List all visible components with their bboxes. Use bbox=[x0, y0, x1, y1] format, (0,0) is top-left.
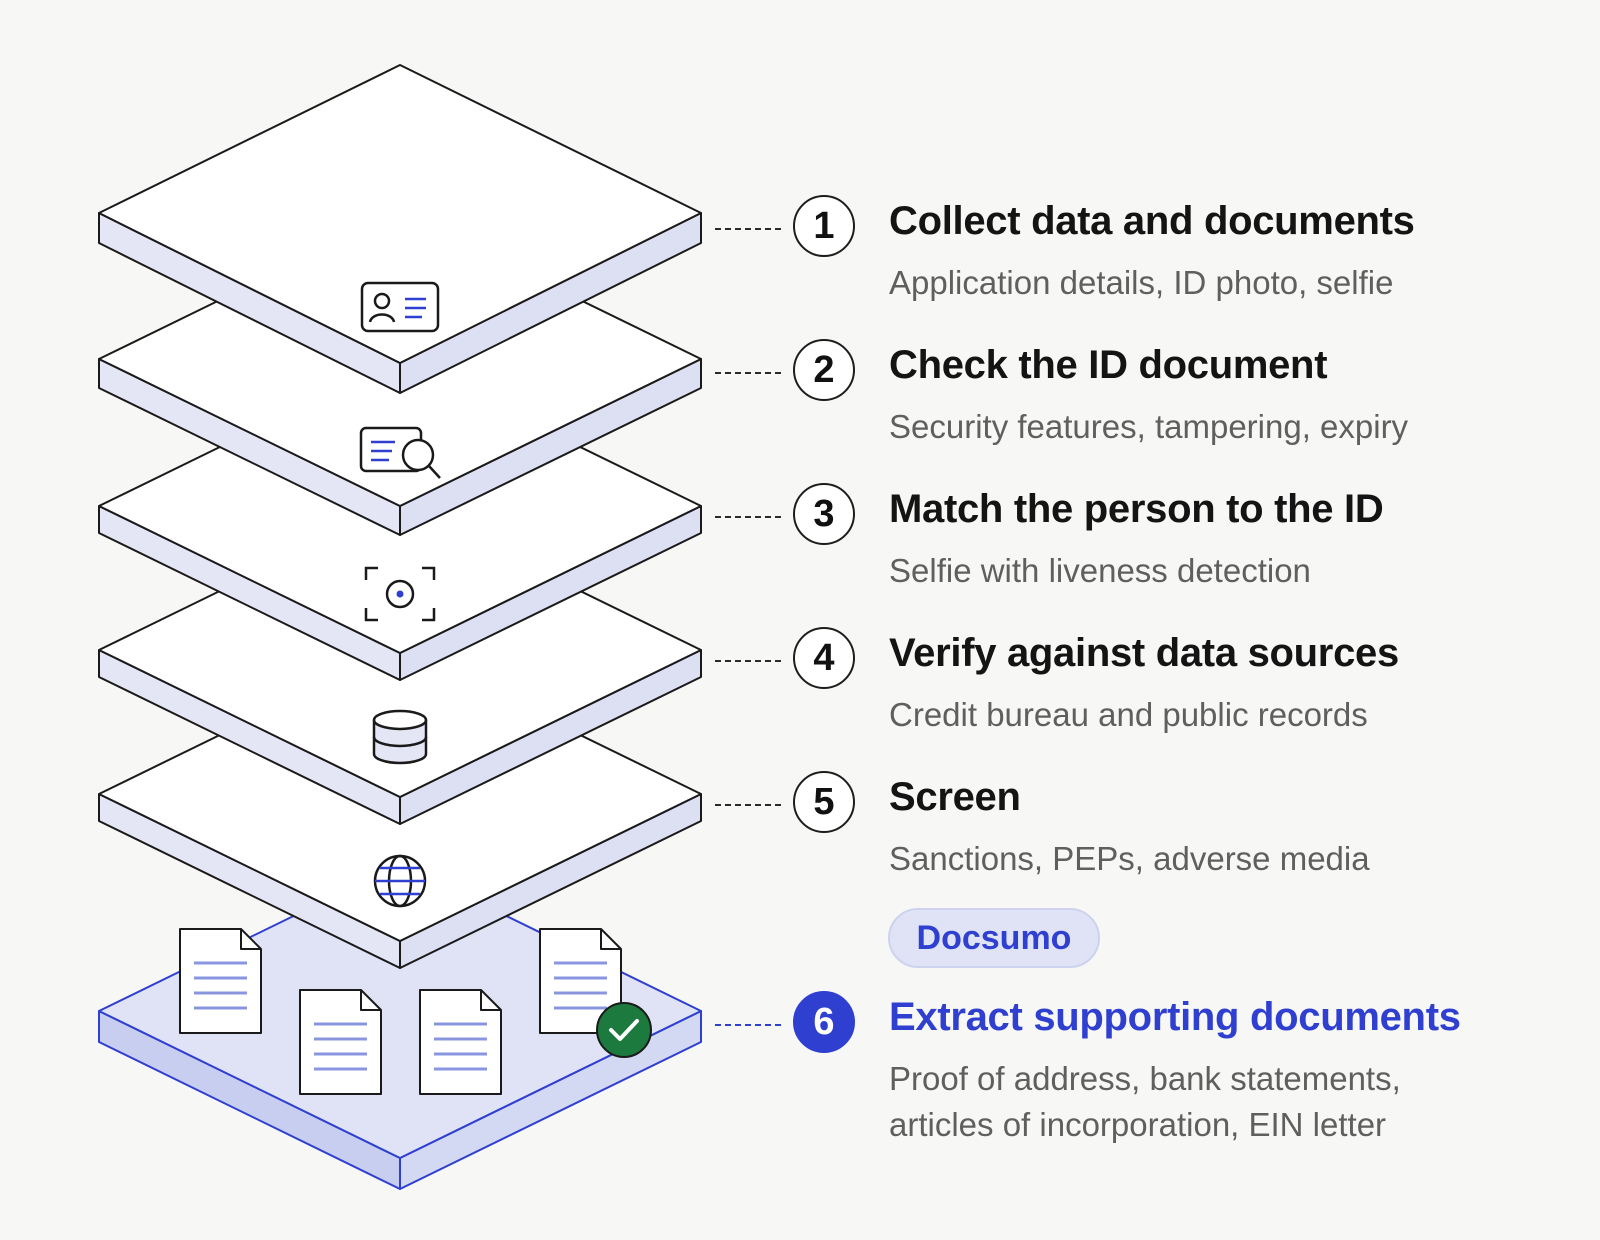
step-number: 3 bbox=[793, 483, 855, 545]
step-number: 2 bbox=[793, 339, 855, 401]
layer-1 bbox=[98, 64, 702, 394]
document-icon bbox=[299, 989, 382, 1095]
step-description: Sanctions, PEPs, adverse media bbox=[889, 840, 1370, 877]
step-number: 6 bbox=[793, 991, 855, 1053]
step-description: Credit bureau and public records bbox=[889, 696, 1368, 733]
step-number: 4 bbox=[793, 627, 855, 689]
layer-stack-diagram bbox=[98, 64, 702, 1190]
step-description: Application details, ID photo, selfie bbox=[889, 264, 1394, 301]
step-title: Verify against data sources bbox=[889, 631, 1399, 675]
document-icon bbox=[419, 989, 502, 1095]
step-description: Security features, tampering, expiry bbox=[889, 408, 1409, 445]
step-connector bbox=[715, 1024, 781, 1026]
step-title: Extract supporting documents bbox=[889, 995, 1461, 1039]
step-5: 5 Screen Sanctions, PEPs, adverse media bbox=[0, 771, 1600, 877]
step-connector bbox=[715, 228, 781, 230]
document-icon bbox=[179, 928, 262, 1034]
id-card-icon bbox=[360, 281, 440, 333]
step-4: 4 Verify against data sources Credit bur… bbox=[0, 627, 1600, 733]
step-title: Match the person to the ID bbox=[889, 487, 1384, 531]
step-1: 1 Collect data and documents Application… bbox=[0, 195, 1600, 301]
step-connector bbox=[715, 372, 781, 374]
database-icon bbox=[372, 709, 428, 765]
document-icon bbox=[539, 928, 622, 1034]
globe-icon bbox=[373, 854, 427, 908]
docsumo-badge: Docsumo bbox=[888, 908, 1100, 968]
step-6: 6 Extract supporting documents Proof of … bbox=[0, 991, 1600, 1143]
check-circle-icon bbox=[596, 1002, 652, 1058]
step-connector bbox=[715, 804, 781, 806]
step-description: Proof of address, bank statements, artic… bbox=[889, 1060, 1401, 1143]
step-number: 1 bbox=[793, 195, 855, 257]
face-scan-icon bbox=[364, 566, 436, 622]
step-description: Selfie with liveness detection bbox=[889, 552, 1311, 589]
step-title: Screen bbox=[889, 775, 1021, 819]
step-connector bbox=[715, 660, 781, 662]
step-3: 3 Match the person to the ID Selfie with… bbox=[0, 483, 1600, 589]
document-search-icon bbox=[359, 426, 441, 479]
step-number: 5 bbox=[793, 771, 855, 833]
step-2: 2 Check the ID document Security feature… bbox=[0, 339, 1600, 445]
step-title: Collect data and documents bbox=[889, 199, 1415, 243]
step-connector bbox=[715, 516, 781, 518]
step-title: Check the ID document bbox=[889, 343, 1328, 387]
layer-1-top bbox=[98, 64, 702, 364]
layer-6 bbox=[98, 863, 702, 1190]
